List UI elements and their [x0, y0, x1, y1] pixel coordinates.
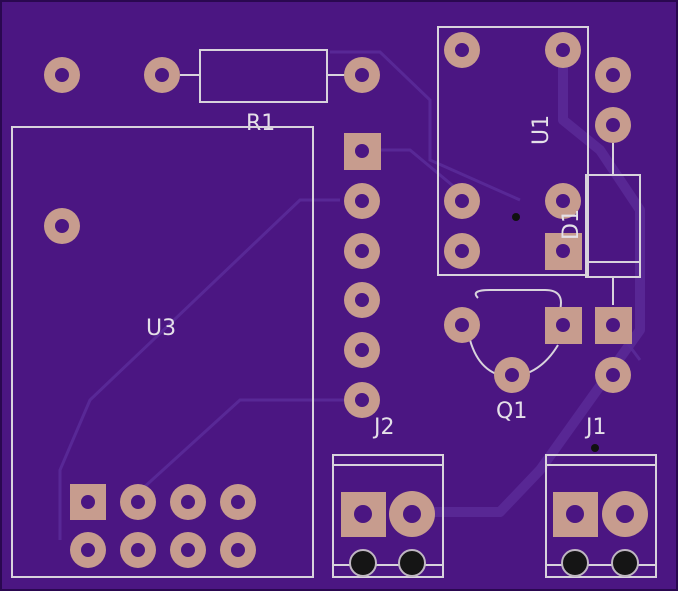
u3-col-drill-2	[355, 194, 369, 208]
transistor-q1: Q1	[444, 289, 582, 424]
u1-outline	[437, 26, 589, 276]
u3-col-drill-4	[355, 293, 369, 307]
u3-col-drill-5	[355, 343, 369, 357]
resistor-r1: R1	[144, 49, 380, 136]
ic-u1: U1	[437, 26, 589, 276]
r1-body	[199, 49, 328, 103]
j2-label: J2	[372, 415, 395, 440]
u3-header-drill-7	[181, 543, 195, 557]
u1-drill-1	[455, 43, 469, 57]
terminal-j2: J2	[332, 415, 444, 578]
u1-drill-4	[556, 194, 570, 208]
u1-pin1-marker	[512, 213, 520, 221]
d1-drill-square	[606, 318, 620, 332]
j2-outline	[332, 454, 444, 578]
u3-outline	[11, 126, 314, 578]
terminal-j1: J1	[545, 415, 657, 578]
u3-header-drill-6	[131, 543, 145, 557]
j2-mount-hole-1	[349, 549, 377, 577]
j1-mount-hole-1	[561, 549, 589, 577]
d1-label: D1	[559, 209, 584, 240]
j2-drill-1	[354, 505, 372, 523]
u3-header-drill-2	[131, 495, 145, 509]
diode-d1: D1	[559, 57, 641, 393]
j1-drill-2	[616, 505, 634, 523]
j2-drill-2	[403, 505, 421, 523]
q1-label: Q1	[496, 399, 527, 424]
u1-drill-2	[556, 43, 570, 57]
q1-drill-1	[455, 318, 469, 332]
u3-col-drill-6	[355, 393, 369, 407]
trace-u3-bottom	[128, 398, 365, 502]
j1-mount-hole-2	[611, 549, 639, 577]
u3-label: U3	[146, 316, 176, 341]
u3-header-drill-3	[181, 495, 195, 509]
r1-drill-1	[155, 68, 169, 82]
d1-drill-bottom	[606, 368, 620, 382]
r1-drill-2	[355, 68, 369, 82]
q1-drill-2	[556, 318, 570, 332]
drill-top-left	[55, 68, 69, 82]
u1-drill-5	[455, 244, 469, 258]
j1-label: J1	[584, 415, 607, 440]
trace-r1-to-u1	[330, 50, 521, 202]
q1-outline-top	[474, 289, 562, 311]
u1-label: U1	[529, 115, 554, 145]
j2-mount-hole-2	[398, 549, 426, 577]
u3-col-drill-3	[355, 244, 369, 258]
d1-drill-top	[606, 68, 620, 82]
u3-header-drill-5	[81, 543, 95, 557]
d1-drill-2	[606, 118, 620, 132]
module-u3: U3	[11, 126, 381, 578]
u3-header-drill-4	[231, 495, 245, 509]
u1-drill-6	[556, 244, 570, 258]
j1-outline	[545, 454, 657, 578]
u3-header-drill-1	[81, 495, 95, 509]
u3-mount-drill	[55, 219, 69, 233]
u3-col-drill-1	[355, 144, 369, 158]
r1-label: R1	[246, 111, 275, 136]
q1-drill-3	[505, 368, 519, 382]
j1-pin1-marker	[591, 444, 599, 452]
j1-drill-1	[566, 505, 584, 523]
u3-header-drill-8	[231, 543, 245, 557]
u1-drill-3	[455, 194, 469, 208]
